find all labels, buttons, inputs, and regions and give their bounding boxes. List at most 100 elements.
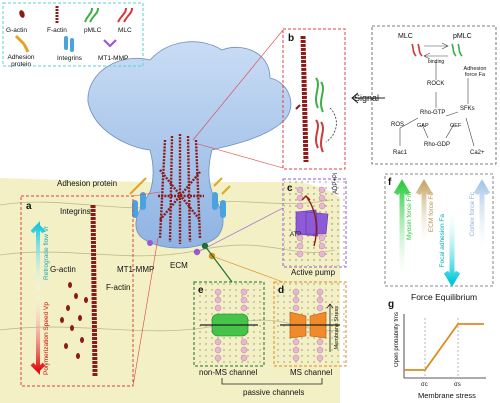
label-mt1-mmp: MT1-MMP bbox=[117, 265, 155, 274]
signaling-edges bbox=[399, 62, 475, 147]
signal-phospho-arrow bbox=[424, 42, 449, 50]
graph-g-curve bbox=[404, 323, 484, 371]
signal-pmlc-glyph bbox=[451, 43, 463, 57]
ms-channel-protein bbox=[289, 311, 327, 339]
pump-connector bbox=[197, 207, 284, 253]
panel-b-pmlc bbox=[315, 77, 324, 113]
signal-node-ros: ROS bbox=[391, 122, 405, 128]
label-focal-adhesion-force: Focal adhesion Fa bbox=[439, 214, 446, 268]
label-cortex-force: Cortex force Fc bbox=[469, 192, 476, 237]
label-passive-channels: passive channels bbox=[243, 388, 305, 397]
panel-letter-g: g bbox=[388, 299, 395, 310]
retrograde-flow-arrow bbox=[30, 221, 46, 290]
focal-adhesion-arrow bbox=[443, 212, 461, 287]
mt1-mmp-icon bbox=[103, 39, 117, 48]
connector-lines bbox=[132, 29, 284, 387]
label-f-actin: F-actin bbox=[106, 283, 131, 292]
legend-label-integrins: Integrins bbox=[57, 55, 82, 62]
active-pump-protein bbox=[295, 209, 329, 237]
passive-channels-bracket bbox=[221, 378, 323, 385]
integrin-icon bbox=[64, 36, 74, 52]
panel-c-box bbox=[282, 178, 347, 268]
panel-b-mlc bbox=[315, 119, 324, 153]
legend-label-mt1-mmp: MT1-MMP bbox=[98, 55, 129, 62]
label-ecm: ECM bbox=[170, 261, 188, 270]
panel-d-membrane bbox=[292, 288, 324, 362]
graph-g-tick-sigma-c: σc bbox=[421, 382, 428, 388]
polymerization-arrow bbox=[30, 296, 46, 375]
adhesion-protein-icon bbox=[14, 34, 30, 53]
panel-b-box bbox=[282, 28, 346, 170]
signal-node-rac1: Rac1 bbox=[393, 150, 408, 156]
pmlc-icon bbox=[84, 7, 99, 23]
signal-node-binding: binding bbox=[428, 59, 445, 65]
panel-b-monomer bbox=[295, 104, 301, 110]
legend-label-adhesion-protein: Adhesion protein bbox=[7, 54, 35, 69]
signal-node-mlc: MLC bbox=[398, 33, 413, 40]
signal-node-rho-gtp: Rho-GTP bbox=[420, 110, 446, 116]
signal-node-adhesion-force: Adhesion force Fa bbox=[463, 66, 487, 79]
legend-label-mlc: MLC bbox=[118, 27, 132, 34]
panel-d-box bbox=[273, 281, 347, 367]
graph-g-xlabel: Membrane stress bbox=[418, 391, 476, 400]
panel-e-box bbox=[193, 281, 265, 367]
signal-dephospho-arrow bbox=[423, 52, 448, 60]
legend-label-g-actin: G-actin bbox=[6, 27, 27, 34]
panel-b-cycle-arrow bbox=[325, 107, 337, 143]
g-actin-icon bbox=[19, 10, 25, 18]
label-active-pump: Active pump bbox=[291, 268, 336, 277]
pump-marker bbox=[193, 248, 201, 256]
graph-g-tick-sigma-s: σs bbox=[454, 382, 461, 388]
signal-node-rock: ROCK bbox=[427, 81, 445, 87]
signal-mlc-glyph bbox=[411, 43, 423, 57]
panel-letter-f: f bbox=[388, 177, 392, 188]
active-pump-arrow bbox=[301, 195, 318, 247]
signal-node-rho-gdp: Rho-GDP bbox=[424, 142, 451, 148]
signal-node-ca: Ca2+ bbox=[470, 150, 485, 156]
label-g-actin: G-actin bbox=[50, 265, 76, 274]
panel-a-f-actin bbox=[90, 204, 98, 377]
panel-e-membrane bbox=[214, 288, 248, 362]
actin-bundles bbox=[158, 134, 204, 244]
label-non-ms-channel: non-MS channel bbox=[199, 368, 258, 377]
graph-g bbox=[403, 314, 486, 379]
label-force-equilibrium: Force Equilibrium bbox=[411, 292, 478, 302]
signal-arrow bbox=[351, 92, 385, 104]
adhesion-cluster-left bbox=[129, 177, 147, 218]
label-retrograde-flow: Retrograde flow Vr bbox=[43, 226, 50, 280]
ms-connector bbox=[211, 255, 284, 283]
mlc-icon bbox=[117, 7, 133, 23]
panel-letter-c: c bbox=[287, 183, 293, 194]
panel-letter-e: e bbox=[198, 285, 204, 296]
panel-b-f-actin bbox=[300, 35, 309, 163]
signaling-box bbox=[371, 25, 497, 165]
panel-c-membrane bbox=[296, 186, 326, 258]
panel-letter-a: a bbox=[26, 201, 32, 212]
label-atp: ATP bbox=[290, 232, 302, 238]
mt1-mmp-marker bbox=[147, 240, 153, 246]
label-ecm-force: ECM force Fe bbox=[428, 192, 435, 233]
label-polymerization-speed: Polymerization Speed Vp bbox=[43, 302, 50, 375]
non-ms-connector bbox=[204, 245, 233, 283]
cortex-force-arrow bbox=[473, 179, 491, 250]
label-membrane-stress: Membrane Stress bbox=[334, 306, 340, 350]
label-integrins: Integrins bbox=[60, 207, 91, 216]
label-adhesion-protein: Adhesion protein bbox=[57, 179, 118, 188]
adhesion-cluster-right bbox=[212, 177, 231, 218]
panel-a-g-actin-monomers bbox=[60, 282, 88, 359]
graph-g-ylabel: Open probability fms bbox=[394, 312, 400, 368]
panel-letter-b: b bbox=[288, 33, 295, 44]
signal-node-sfks: SFKs bbox=[460, 106, 475, 112]
membrane-stress-arrow bbox=[326, 303, 334, 352]
label-ms-channel: MS channel bbox=[290, 368, 333, 377]
cell-body bbox=[87, 41, 292, 249]
legend-box bbox=[2, 2, 144, 67]
label-adp-pi: ADP+Pi bbox=[333, 172, 339, 194]
panel-letter-d: d bbox=[278, 285, 285, 296]
legend-label-f-actin: F-actin bbox=[47, 27, 67, 34]
signal-node-pmlc: pMLC bbox=[453, 33, 472, 40]
ecm-force-arrow bbox=[415, 179, 433, 244]
legend-label-pmlc: pMLC bbox=[84, 27, 102, 34]
